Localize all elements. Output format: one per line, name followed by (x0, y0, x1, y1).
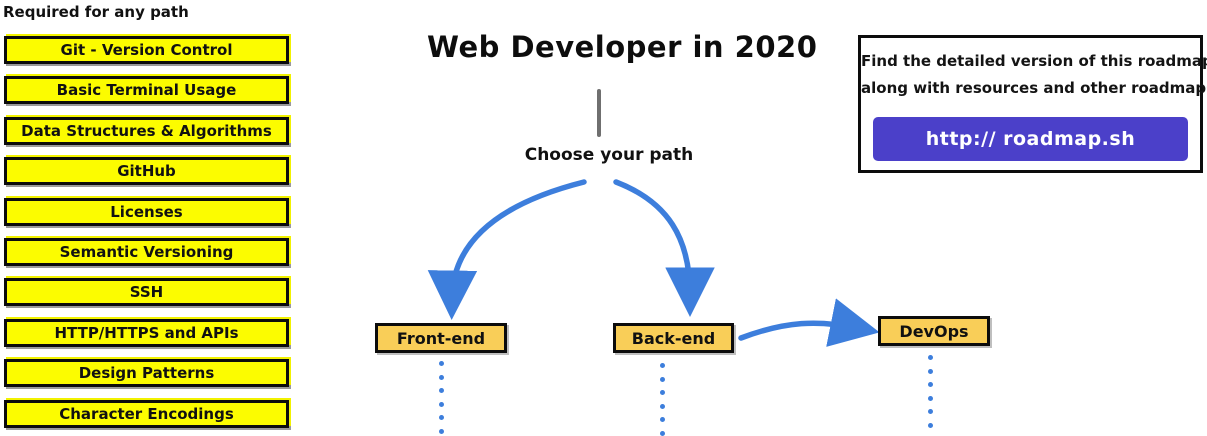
roadmap-url-button[interactable]: http:// roadmap.sh (873, 117, 1188, 161)
required-section-heading: Required for any path (3, 3, 189, 21)
topic-git[interactable]: Git - Version Control (4, 36, 289, 64)
topic-ssh[interactable]: SSH (4, 278, 289, 307)
path-node-backend[interactable]: Back-end (613, 323, 734, 353)
info-text-line1: Find the detailed version of this roadma… (861, 52, 1207, 70)
arrow-to-frontend (427, 179, 587, 320)
topic-licenses[interactable]: Licenses (4, 197, 289, 226)
roadmap-info-box: Find the detailed version of this roadma… (858, 35, 1207, 173)
topic-terminal[interactable]: Basic Terminal Usage (4, 76, 289, 105)
choose-path-label: Choose your path (524, 145, 694, 165)
topic-http-apis[interactable]: HTTP/HTTPS and APIs (4, 318, 289, 347)
topic-github[interactable]: GitHub (4, 157, 289, 186)
title-stem-connector (597, 89, 601, 137)
topic-semantic-versioning[interactable]: Semantic Versioning (4, 237, 289, 266)
backend-dotted-connector (660, 363, 665, 436)
frontend-dotted-connector (439, 361, 444, 434)
info-text-line2: along with resources and other roadmaps (861, 79, 1207, 97)
arrow-to-backend (613, 179, 715, 317)
topic-data-structures[interactable]: Data Structures & Algorithms (4, 116, 289, 145)
required-topics-list: Git - Version Control Basic Terminal Usa… (4, 36, 289, 428)
page-title: Web Developer in 2020 (427, 30, 818, 64)
topic-character-encodings[interactable]: Character Encodings (4, 399, 289, 428)
topic-design-patterns[interactable]: Design Patterns (4, 359, 289, 388)
path-node-frontend[interactable]: Front-end (375, 323, 507, 353)
arrow-backend-to-devops (738, 298, 880, 347)
path-node-devops[interactable]: DevOps (878, 316, 990, 346)
devops-dotted-connector (928, 355, 933, 428)
